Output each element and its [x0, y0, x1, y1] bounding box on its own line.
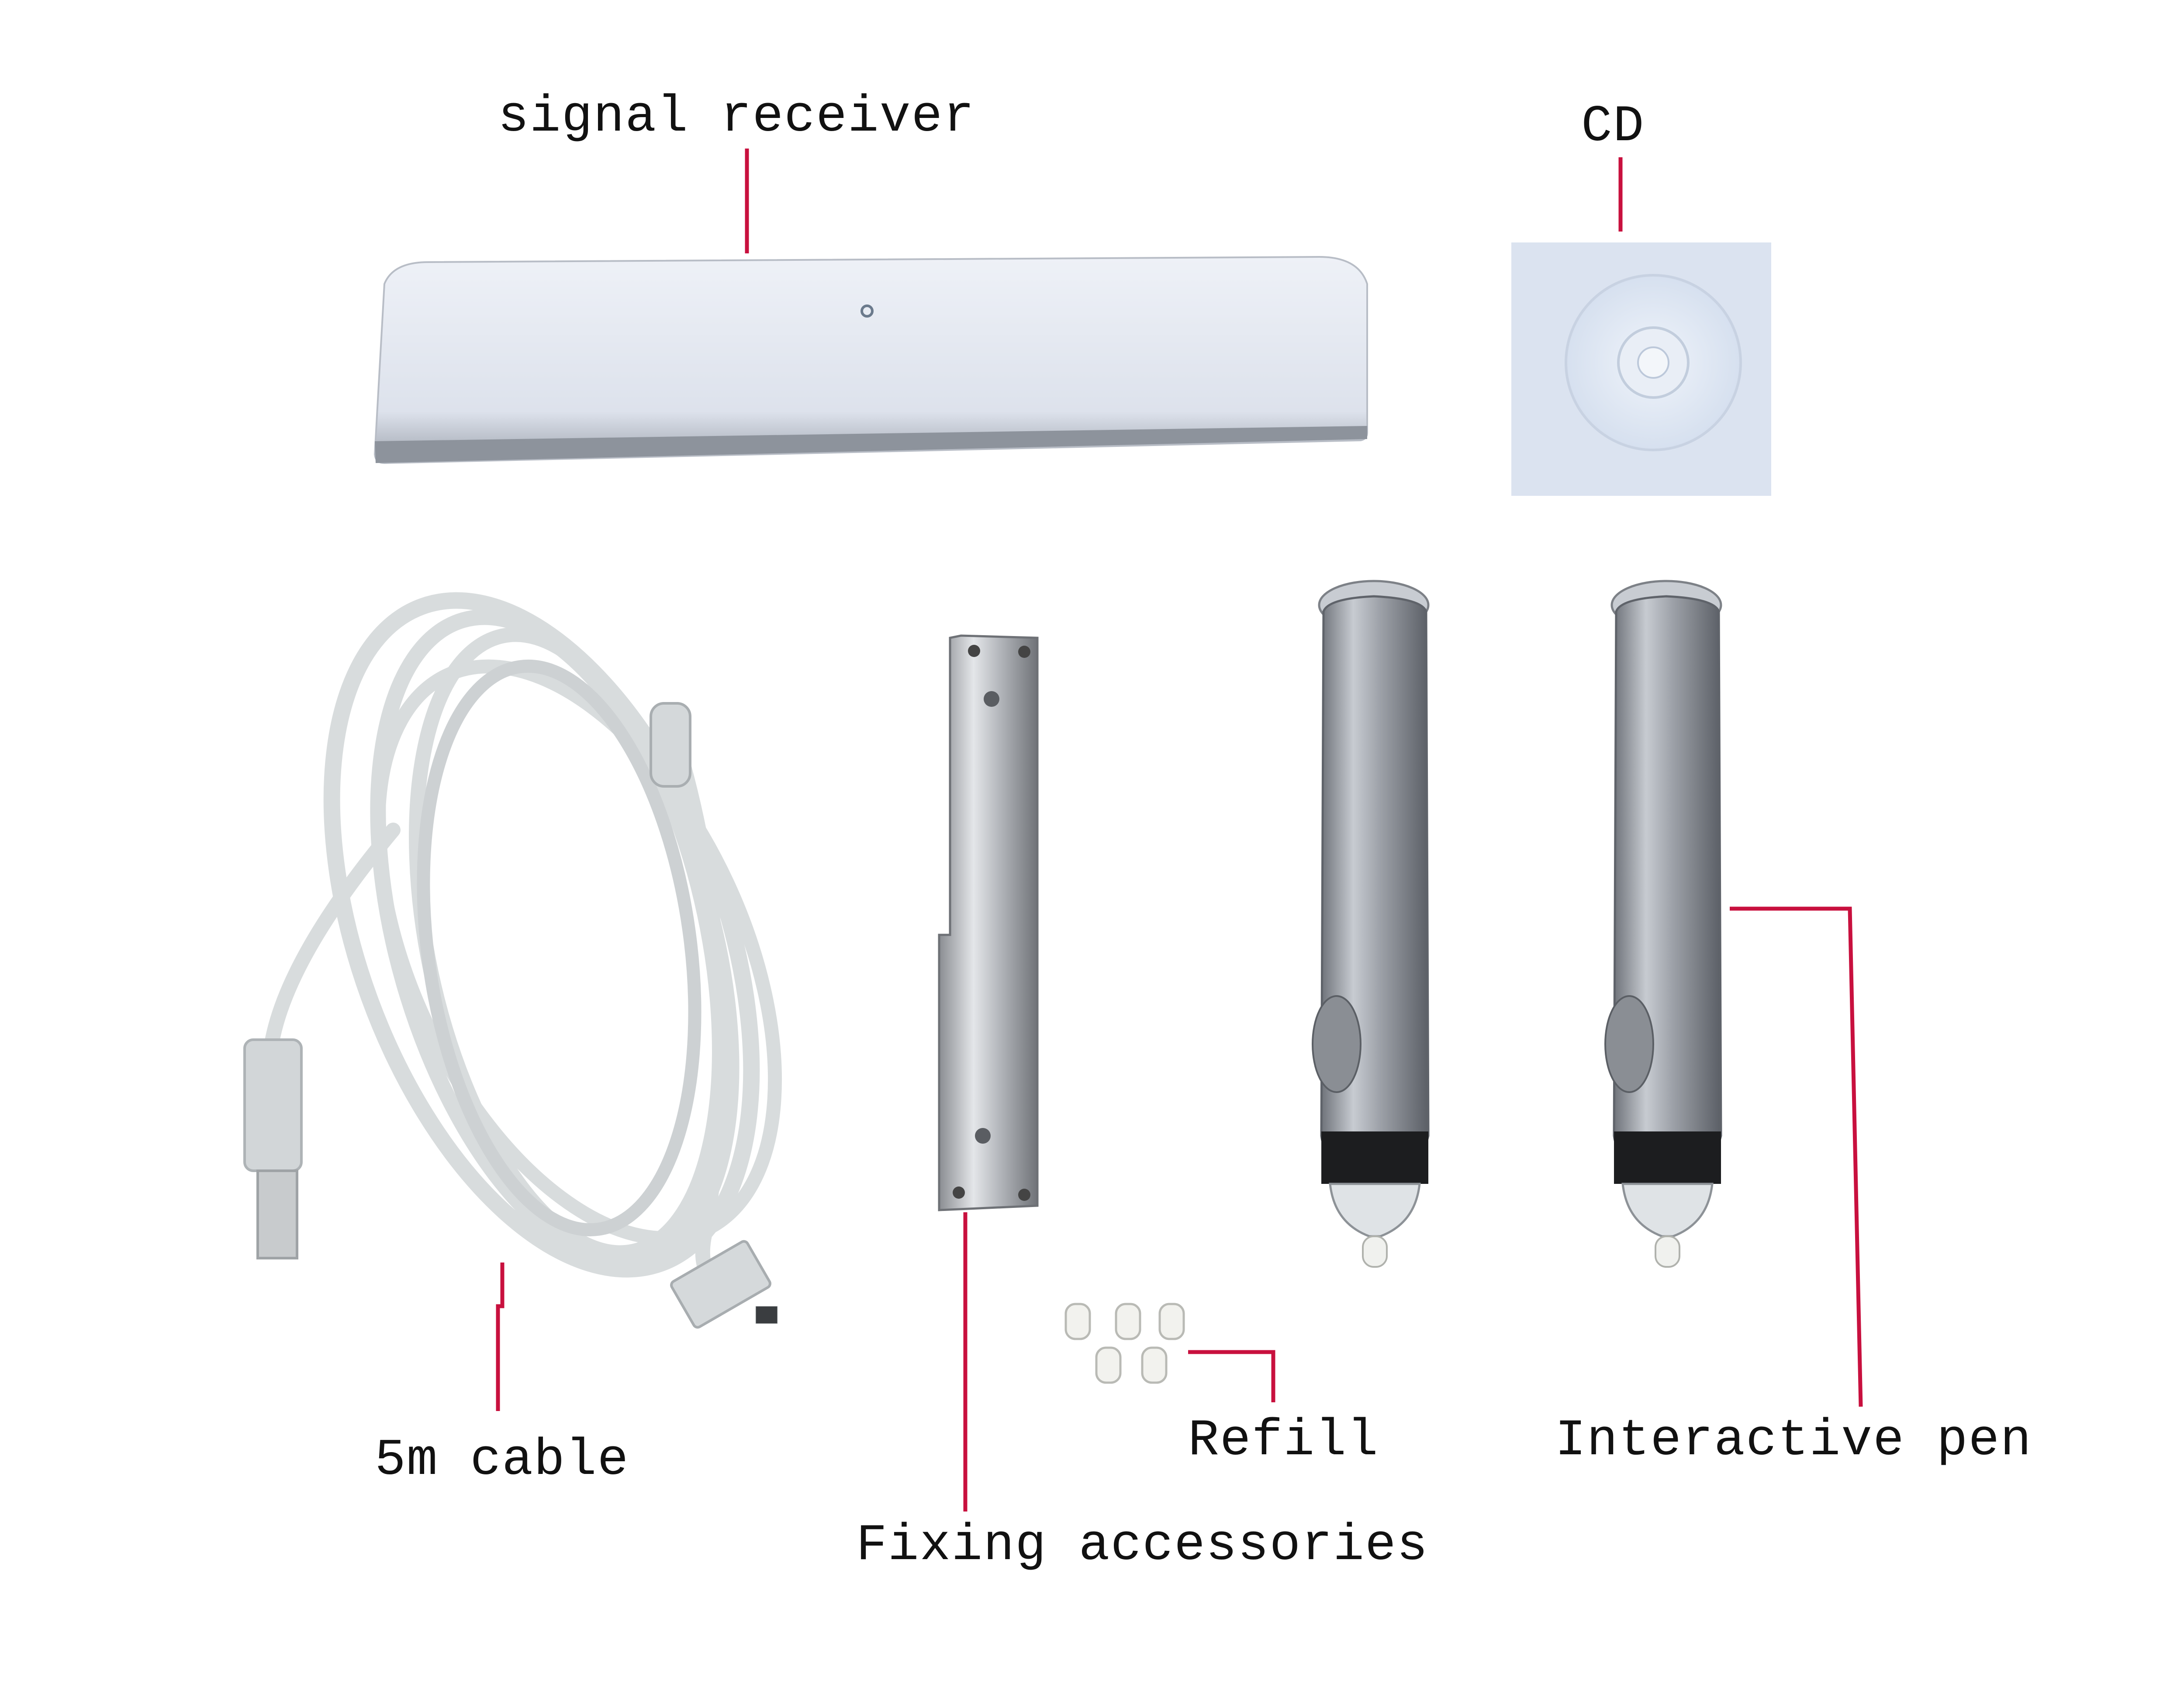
interactive-pen-label: Interactive pen	[1555, 1412, 2032, 1470]
cable-image	[243, 592, 782, 1329]
receiver-lens-icon	[860, 304, 874, 318]
cd-label: CD	[1581, 98, 1645, 156]
leader-lines	[496, 149, 1863, 1512]
leader-cable	[496, 1263, 505, 1411]
cd-image	[1511, 242, 1771, 496]
cable-label: 5m cable	[375, 1432, 629, 1490]
signal-receiver-label: signal receiver	[498, 88, 975, 146]
interactive-pen-right	[1604, 580, 1722, 1268]
refill-label: Refill	[1188, 1412, 1379, 1470]
fixing-accessories-label: Fixing accessories	[856, 1517, 1429, 1575]
fixing-bracket-image	[938, 634, 1039, 1211]
interactive-pen-left	[1312, 580, 1430, 1268]
signal-receiver-image	[373, 256, 1368, 464]
leader-pen	[1730, 906, 1863, 1407]
refill-tips-image	[1064, 1303, 1185, 1384]
leader-refill	[1188, 1350, 1275, 1402]
